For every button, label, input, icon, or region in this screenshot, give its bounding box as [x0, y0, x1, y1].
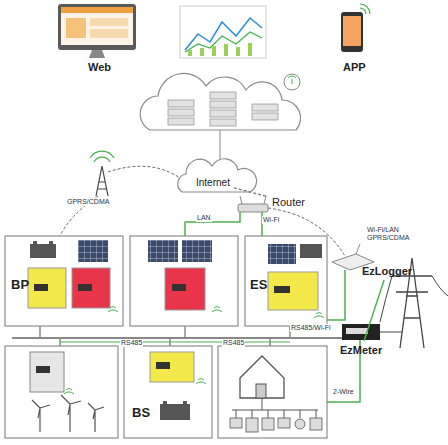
- node-text: EzLogger: [362, 265, 412, 277]
- wire-label: 2-Wire: [332, 388, 355, 396]
- wire-label: GPRS/CDMA: [66, 198, 110, 206]
- node-text: Router: [272, 196, 305, 208]
- inverter-label: BP: [9, 276, 31, 293]
- node-text: BP: [11, 277, 29, 292]
- connector: [364, 280, 384, 341]
- wire-label: Wi-Fi/LAN GPRS/CDMA: [366, 226, 410, 241]
- web-label: Web: [86, 60, 113, 74]
- wire-label: RS485/Wi-Fi: [290, 324, 332, 332]
- node-text: EzMeter: [340, 344, 382, 356]
- logger-label: EzLogger: [360, 264, 414, 278]
- router-label: Router: [270, 195, 307, 209]
- inverter-label: ES: [248, 276, 269, 293]
- wire-label: RS485: [120, 339, 143, 347]
- connector: [234, 188, 268, 197]
- node-text: ES: [250, 277, 267, 292]
- node-text: Internet: [196, 177, 230, 188]
- wire-label: LAN: [196, 214, 212, 222]
- internet-cloud-label: Internet: [194, 176, 232, 189]
- app-label: APP: [341, 60, 368, 74]
- meter-label: EzMeter: [338, 343, 384, 357]
- wire-label: Wi-Fi: [262, 216, 280, 224]
- node-text: APP: [343, 61, 366, 73]
- node-text: Web: [88, 61, 111, 73]
- inverter-label: BS: [130, 404, 152, 421]
- wire-label: RS485: [222, 339, 245, 347]
- node-text: BS: [132, 405, 150, 420]
